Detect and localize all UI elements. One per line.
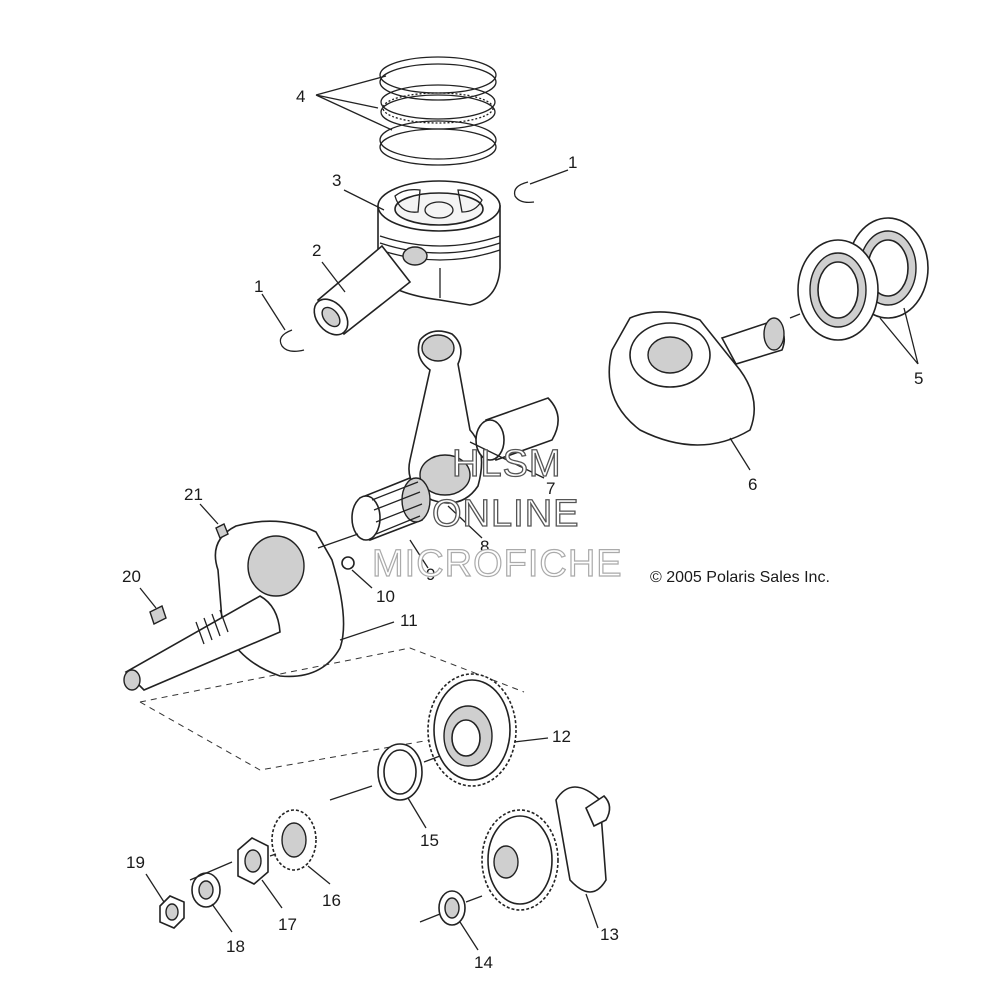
balance-shaft: [481, 786, 611, 911]
washer-18: [191, 872, 221, 908]
callout-19: 19: [126, 853, 145, 872]
callout-16: 16: [322, 891, 341, 910]
axis-lines: [189, 313, 801, 923]
thrust-washer-15: [377, 743, 423, 801]
nut-17: [237, 837, 269, 885]
callout-5: 5: [914, 369, 923, 388]
needle-bearing: [351, 476, 431, 542]
connecting-rod: [408, 330, 483, 504]
crank-half-left: [123, 520, 345, 691]
woodruff-key-21: [215, 523, 229, 539]
woodruff-key-20: [149, 605, 167, 625]
callout-13: 13: [600, 925, 619, 944]
callout-17: 17: [278, 915, 297, 934]
circlip-lower: [279, 329, 305, 352]
watermark-line-2: ONLINE: [432, 493, 579, 535]
callout-12: 12: [552, 727, 571, 746]
main-bearings: [797, 217, 929, 341]
drive-gear: [427, 673, 517, 787]
watermark: HLSM ONLINE MICROFICHE: [371, 442, 623, 585]
piston-rings: [379, 56, 497, 166]
wrist-pin: [313, 244, 412, 336]
callout-7: 7: [546, 479, 555, 498]
leader-lines: [139, 75, 919, 951]
callout-4: 4: [296, 87, 305, 106]
crank-pin: [475, 397, 559, 462]
callout-10: 10: [376, 587, 395, 606]
copyright-notice: © 2005 Polaris Sales Inc.: [650, 569, 830, 586]
callout-15: 15: [420, 831, 439, 850]
callout-20: 20: [122, 567, 141, 586]
washer-14: [438, 890, 466, 926]
callout-21: 21: [184, 485, 203, 504]
ball: [341, 556, 355, 570]
callout-1-upper: 1: [568, 153, 577, 172]
crank-half-right: [608, 311, 786, 446]
callout-9: 9: [426, 565, 435, 584]
callout-14: 14: [474, 953, 493, 972]
watermark-line-3: MICROFICHE: [372, 543, 623, 585]
watermark-line-1: HLSM: [452, 443, 562, 485]
callout-labels: 4 1 3 2 1 5 6 7 8 9 10 11 12 13 14 15 16…: [122, 87, 923, 972]
callout-11: 11: [400, 611, 418, 630]
callout-6: 6: [748, 475, 757, 494]
callout-2: 2: [312, 241, 321, 260]
callout-1-lower: 1: [254, 277, 263, 296]
callout-8: 8: [480, 537, 489, 556]
nut-19: [159, 895, 185, 929]
callout-3: 3: [332, 171, 341, 190]
sprocket: [271, 809, 317, 871]
circlip-upper: [513, 181, 535, 204]
callout-18: 18: [226, 937, 245, 956]
